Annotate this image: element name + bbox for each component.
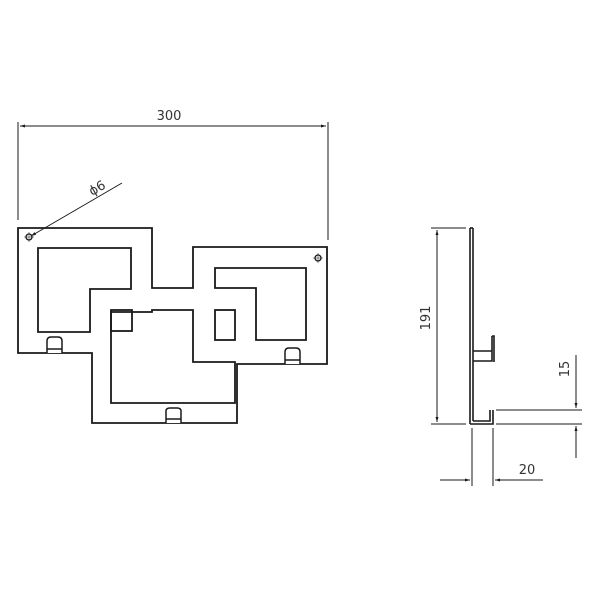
side-view (469, 227, 495, 425)
hole-diameter-label: ϕ6 (87, 178, 109, 199)
front-outline (17, 227, 328, 424)
width-dimension (17, 122, 329, 240)
side-bottom-hook (470, 410, 494, 425)
hooks (46, 336, 301, 423)
left-cutout (37, 247, 132, 333)
hook-offset-dimension (496, 355, 582, 458)
hook-depth-label: 20 (519, 463, 536, 478)
height-dimension (431, 227, 466, 425)
hook-left (46, 336, 63, 353)
hook-offset-label: 15 (558, 361, 573, 378)
width-dimension-label: 300 (157, 109, 182, 124)
square-cutout-right (214, 309, 236, 341)
height-dimension-label: 191 (419, 306, 434, 331)
hook-right (284, 347, 301, 364)
hook-depth-dimension (440, 428, 543, 486)
right-cutout (214, 267, 307, 341)
front-view (17, 227, 328, 424)
mounting-holes (24, 232, 323, 263)
square-cutout-left (110, 309, 133, 332)
hook-center (165, 407, 182, 423)
center-cutout (110, 309, 236, 404)
hole-leader (30, 182, 123, 237)
side-upper-hook (473, 335, 495, 362)
